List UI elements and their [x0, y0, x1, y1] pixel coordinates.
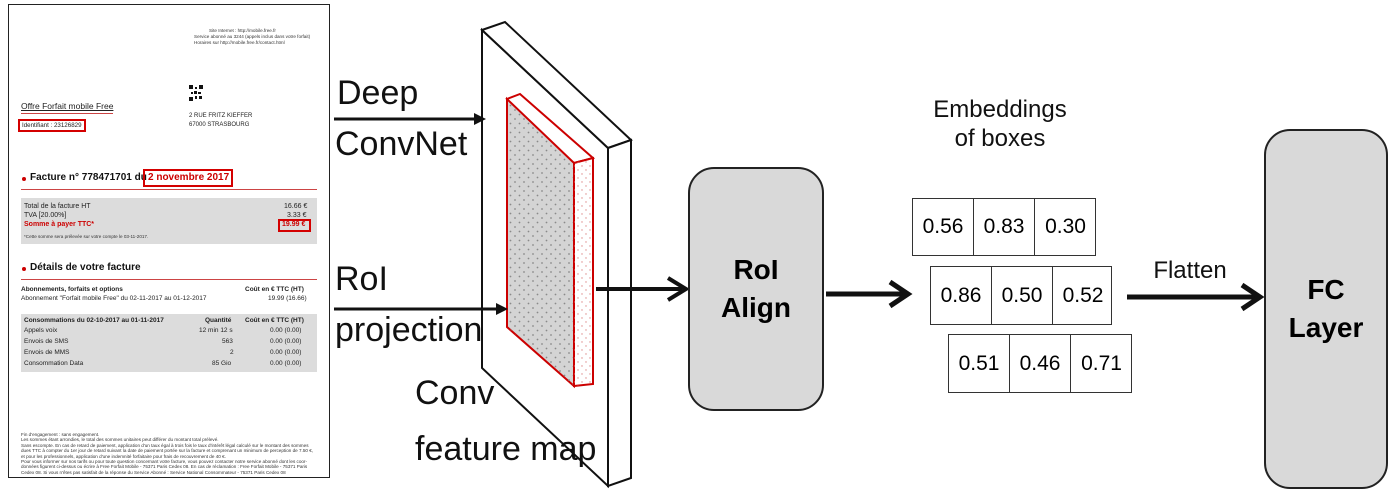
fc-label-2: Layer	[1288, 312, 1364, 343]
embedding-row-3: 0.51 0.46 0.71	[948, 334, 1132, 393]
embedding-cell: 0.46	[1010, 335, 1071, 392]
conso-header: Consommations du 02-10-2017 au 01-11-201…	[24, 317, 164, 324]
embedding-cell: 0.86	[931, 267, 992, 324]
offer-underline	[21, 113, 113, 114]
conso-row-qty: 85 Gio	[212, 360, 232, 367]
qty-header: Quantité	[205, 317, 232, 324]
arrowhead-icon	[496, 303, 508, 315]
embeddings-title-2: of boxes	[954, 124, 1046, 152]
arrowhead-icon	[666, 276, 690, 302]
invoice-document: Site Internet : http://mobile.free.fr Se…	[8, 4, 330, 478]
embedding-cell: 0.83	[974, 199, 1035, 255]
invoice-site-line: Site Internet : http://mobile.free.fr	[209, 28, 276, 33]
conso-row-qty: 12 min 12 s	[199, 327, 233, 334]
somme-label: Somme à payer TTC*	[24, 221, 95, 228]
footer-line: Sans escompte. En cas de retard de paiem…	[21, 442, 309, 448]
details-rule	[21, 279, 317, 280]
footer-line: dues TTC à compter du 1er jour de retard…	[21, 448, 314, 454]
conso-cost-header: Coût en € TTC (HT)	[245, 317, 304, 324]
footer-line: données figurent ci-dessus ou écrire à F…	[21, 464, 308, 470]
roi-box-side-texture	[574, 158, 593, 386]
embeddings-title-1: Embeddings	[933, 96, 1067, 123]
arrowhead-icon	[888, 279, 913, 309]
totals-panel	[21, 198, 317, 244]
qr-code-icon	[189, 85, 203, 101]
invoice-address-1: 2 RUE FRITZ KIEFFER	[189, 113, 253, 119]
conso-row-label: Envois de SMS	[24, 338, 69, 345]
embedding-row-2: 0.86 0.50 0.52	[930, 266, 1112, 325]
invoice-hours-line: Horaires sur http://mobile.free.fr/conta…	[194, 40, 285, 45]
arrowhead-icon	[1240, 282, 1265, 312]
roi-align-label-2: Align	[721, 292, 791, 323]
identifiant-highlight-box	[18, 119, 86, 132]
embedding-cell: 0.56	[913, 199, 974, 255]
invoice-address-2: 67000 STRASBOURG	[189, 122, 250, 128]
label-deep: Deep	[337, 74, 419, 112]
embedding-cell: 0.52	[1062, 283, 1104, 307]
bullet-icon	[22, 177, 26, 181]
conso-panel	[21, 314, 317, 372]
label-convnet: ConvNet	[335, 125, 468, 163]
somme-value: 19.99 €	[282, 221, 306, 228]
tva-value: 3.33 €	[287, 212, 307, 219]
footer-line: et pour les professionnels, application …	[21, 453, 226, 459]
invoice-identifiant: Identifiant : 23126829	[22, 122, 82, 129]
conso-row-cost: 0.00 (0.00)	[270, 327, 302, 334]
embedding-row-1: 0.56 0.83 0.30	[912, 198, 1096, 256]
abo-value: 19.99 (16.66)	[268, 295, 307, 302]
conso-row-qty: 2	[230, 349, 234, 356]
date-highlight-box	[143, 169, 233, 187]
feature-map-slab-side	[607, 138, 632, 488]
conso-row-label: Consommation Data	[24, 360, 84, 367]
embedding-cell: 0.30	[1045, 215, 1086, 238]
abo-header: Abonnements, forfaits et options	[21, 286, 123, 293]
tva-label: TVA [20.00%]	[24, 212, 67, 219]
details-title: Détails de votre facture	[30, 262, 141, 273]
roi-align-node: RoI Align	[688, 167, 824, 411]
footer-line: Pour vous informer sur nos tarifs ou pou…	[21, 459, 307, 465]
footer-line: Les sommes étant arrondies, le total des…	[21, 437, 219, 443]
arrowhead-icon	[474, 113, 486, 125]
abo-line: Abonnement "Forfait mobile Free" du 02-1…	[21, 295, 207, 302]
label-flatten: Flatten	[1153, 257, 1227, 284]
conso-row-label: Envois de MMS	[24, 349, 70, 356]
somme-highlight-box	[278, 219, 311, 232]
conso-row-label: Appels voix	[24, 327, 58, 334]
footer-line: Fin d'engagement : sans engagement.	[21, 432, 100, 437]
invoice-service-line: Service abonné au 3244 (appels inclus da…	[194, 34, 311, 39]
total-ht-value: 16.66 €	[284, 203, 308, 210]
roi-align-label-1: RoI	[733, 254, 779, 286]
roi-box-texture	[507, 99, 574, 386]
invoice-facture-number: Facture n° 778471701 du	[30, 172, 147, 183]
invoice-offer-title: Offre Forfait mobile Free	[21, 101, 114, 111]
somme-note: *Cette somme sera prélevée sur votre com…	[24, 234, 149, 239]
fc-layer-node: FC Layer	[1264, 129, 1388, 489]
conso-row-cost: 0.00 (0.00)	[270, 349, 302, 356]
embeddings-title: Embeddings of boxes	[910, 96, 1090, 154]
embedding-cell: 0.50	[992, 267, 1053, 324]
conso-row-cost: 0.00 (0.00)	[270, 360, 302, 367]
label-feature-map: feature map	[415, 430, 597, 468]
label-conv: Conv	[415, 374, 495, 412]
conso-row-cost: 0.00 (0.00)	[270, 338, 302, 345]
total-ht-label: Total de la facture HT	[24, 203, 91, 210]
invoice-facture-date: 2 novembre 2017	[148, 172, 230, 183]
bullet-icon	[22, 267, 26, 271]
conso-row-qty: 563	[222, 338, 233, 345]
facture-rule	[21, 189, 317, 190]
label-projection: projection	[335, 311, 483, 349]
label-roi: RoI	[335, 260, 388, 298]
footer-line: Cedex 08. Si vous n'êtes pas satisfait d…	[21, 469, 286, 475]
invoice-footer: Fin d'engagement : sans engagement. Les …	[21, 432, 321, 475]
embedding-cell: 0.71	[1081, 351, 1122, 375]
embedding-cell: 0.51	[949, 335, 1010, 392]
fc-label-1: FC	[1307, 274, 1345, 306]
cost-header: Coût en € TTC (HT)	[245, 286, 304, 293]
